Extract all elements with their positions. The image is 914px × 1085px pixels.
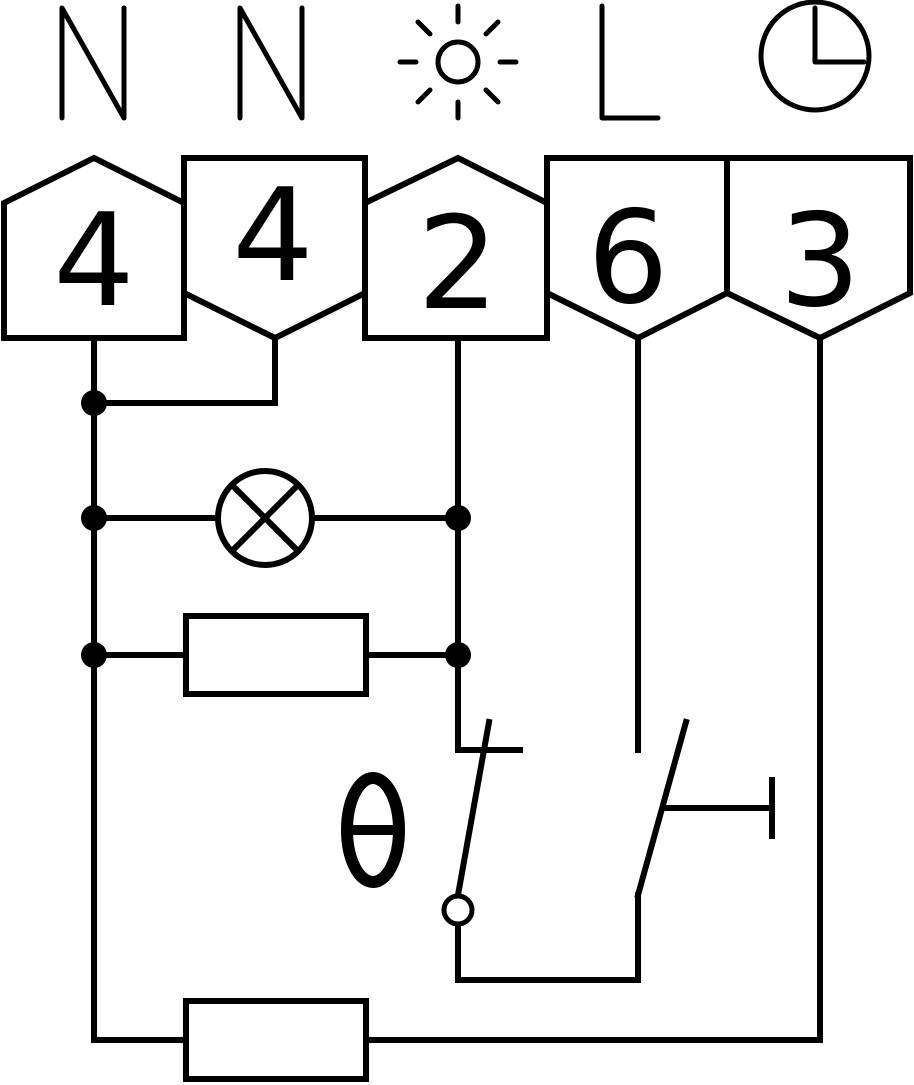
thermal-switch-icon	[441, 718, 493, 927]
wire-neutral-bridge	[91, 335, 278, 406]
resistor-icon	[183, 613, 369, 697]
terminal-box-4	[544, 155, 730, 342]
junction-dot	[81, 390, 107, 416]
wires	[91, 335, 823, 1043]
terminal-number-2: 4	[232, 162, 313, 311]
junction-dot	[81, 642, 107, 668]
terminal-number-5: 3	[779, 187, 860, 336]
wire-heater-right	[363, 335, 823, 1043]
label-l: L	[599, 3, 661, 121]
terminal-number-3: 2	[417, 190, 498, 339]
terminal-number-4: 6	[587, 184, 668, 333]
manual-switch-icon	[634, 718, 775, 899]
label-l-text: L	[630, 69, 631, 71]
label-n-2: N	[237, 5, 305, 121]
junction-dot	[445, 505, 471, 531]
theta-icon: θ	[341, 772, 405, 888]
terminal-box-2	[181, 155, 368, 342]
junction-dot	[445, 642, 471, 668]
wire-switch-link	[455, 892, 641, 983]
wire-thermostat-contact	[455, 652, 523, 753]
terminal-block: 4 4 2 6 3	[1, 154, 913, 342]
clock-icon	[758, 0, 872, 113]
terminal-number-1: 4	[53, 187, 134, 336]
junctions	[81, 390, 471, 668]
label-n-1: N	[59, 5, 127, 121]
lamp-icon	[215, 468, 315, 568]
terminal-box-5	[724, 155, 913, 342]
header-labels: N N L	[59, 0, 872, 121]
sun-icon	[397, 3, 519, 121]
junction-dot	[81, 505, 107, 531]
heater-resistor-icon	[183, 998, 369, 1082]
